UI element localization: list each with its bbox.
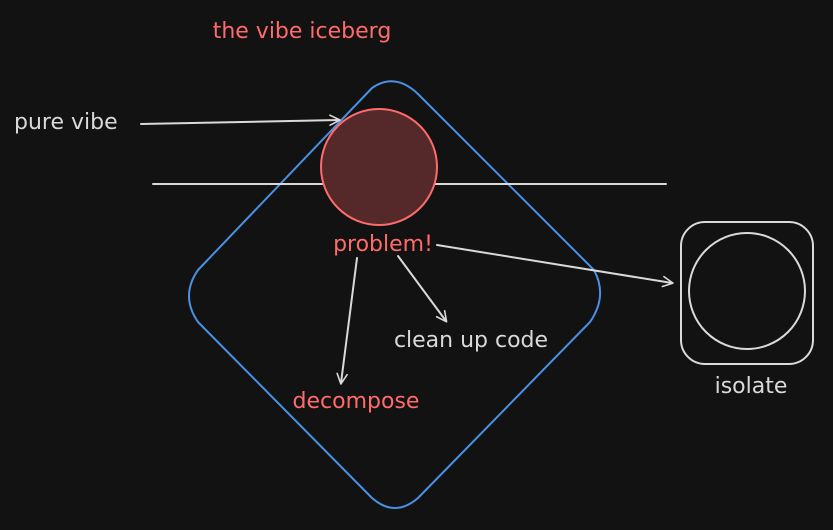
label-clean-up-code: clean up code	[394, 328, 548, 353]
label-problem: problem!	[333, 232, 433, 257]
label-decompose: decompose	[293, 389, 420, 414]
arrow-isolate	[436, 244, 674, 288]
isolate-box	[680, 221, 814, 365]
arrow-decompose	[336, 257, 358, 385]
pure-vibe-circle	[320, 108, 438, 226]
label-pure-vibe: pure vibe	[14, 110, 118, 135]
isolate-circle	[688, 232, 806, 350]
arrow-pure-vibe	[140, 114, 341, 126]
arrow-clean-up-code	[397, 255, 448, 323]
iceberg-diamond-shape	[188, 80, 601, 509]
label-isolate: isolate	[715, 374, 788, 399]
diagram-title: the vibe iceberg	[213, 19, 392, 44]
